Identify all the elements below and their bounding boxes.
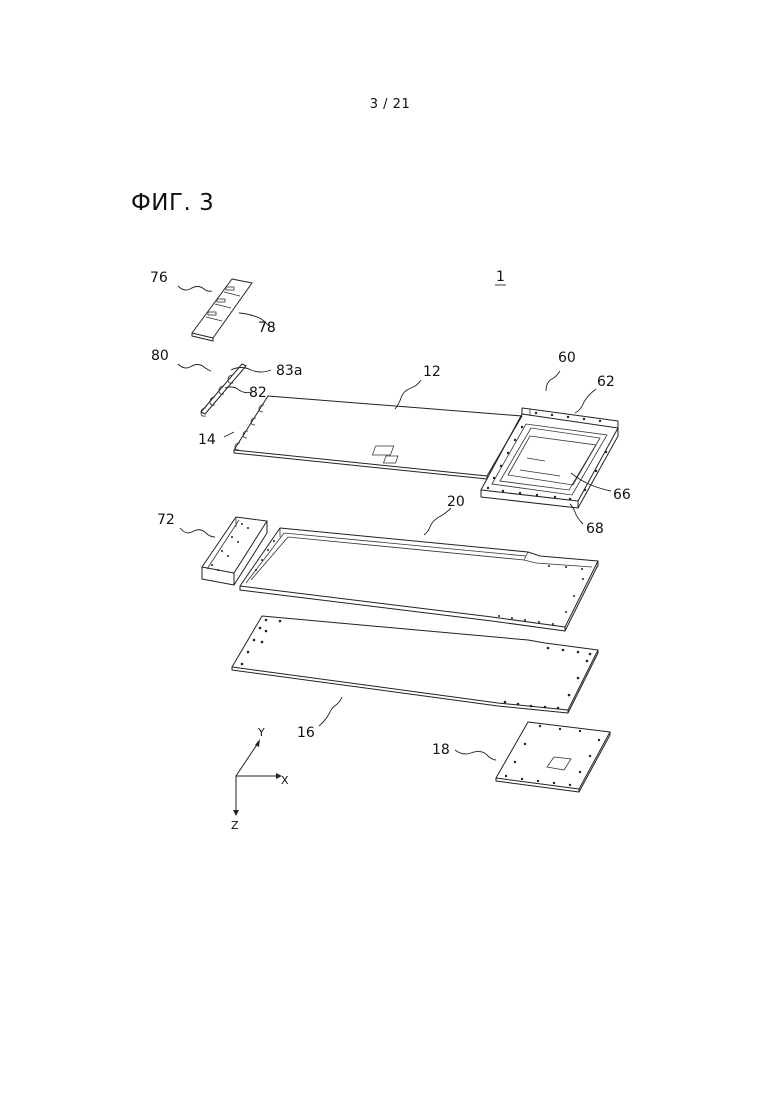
axis-y-label: Y: [257, 726, 265, 739]
part-76-plate: [192, 279, 252, 341]
ref-78: 78: [258, 320, 276, 336]
ref-82: 82: [249, 385, 267, 401]
ref-83a: 83a: [276, 363, 302, 379]
axis-x-label: X: [281, 774, 289, 787]
reference-labels: 76 78 80 83a 82 14 12 60 62 66 68 72 20 …: [150, 269, 631, 758]
part-60-housing: [372, 408, 618, 508]
ref-assembly-1: 1: [496, 269, 505, 285]
part-16-base: [232, 616, 598, 713]
ref-68: 68: [586, 521, 604, 537]
coordinate-axes: Y X Z: [231, 726, 289, 832]
ref-12: 12: [423, 364, 441, 380]
part-18-plate: [496, 722, 610, 792]
ref-20: 20: [447, 494, 465, 510]
part-12-cover: [234, 396, 522, 479]
ref-18: 18: [432, 742, 450, 758]
axis-z-label: Z: [231, 819, 239, 832]
part-72-box: [202, 517, 267, 585]
ref-80: 80: [151, 348, 169, 364]
ref-62: 62: [597, 374, 615, 390]
ref-66: 66: [613, 487, 631, 503]
ref-72: 72: [157, 512, 175, 528]
ref-14: 14: [198, 432, 216, 448]
part-20-tray: [240, 528, 598, 631]
ref-76: 76: [150, 270, 168, 286]
ref-16: 16: [297, 725, 315, 741]
ref-60: 60: [558, 350, 576, 366]
